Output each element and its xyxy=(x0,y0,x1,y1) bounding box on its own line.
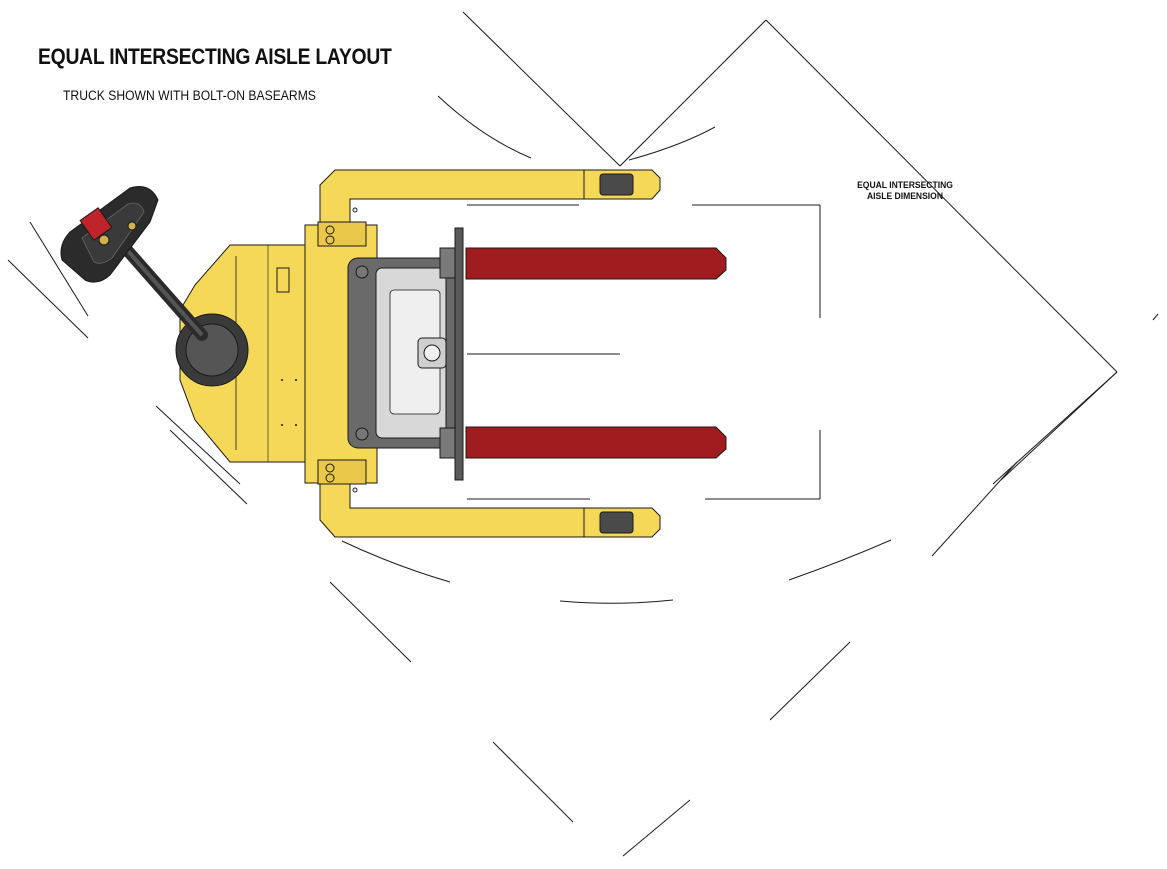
aisle-dimension-label-line1: EQUAL INTERSECTING xyxy=(857,180,953,191)
aisle-dimension-label: EQUAL INTERSECTING AISLE DIMENSION xyxy=(851,180,959,202)
forks xyxy=(465,247,727,459)
upper-fork xyxy=(465,247,727,280)
upper-basearm xyxy=(319,169,661,246)
carriage xyxy=(347,227,464,481)
diagram-subtitle: TRUCK SHOWN WITH BOLT-ON BASEARMS xyxy=(63,88,316,103)
truck-body xyxy=(175,221,378,485)
lower-basearm xyxy=(319,461,661,538)
aisle-dimension-label-line2: AISLE DIMENSION xyxy=(866,191,943,202)
steering-handle xyxy=(60,186,208,341)
pallet-truck xyxy=(60,169,727,538)
aisle-lines xyxy=(7,11,1159,857)
diagram-title: EQUAL INTERSECTING AISLE LAYOUT xyxy=(38,44,392,69)
lower-fork xyxy=(465,426,727,459)
